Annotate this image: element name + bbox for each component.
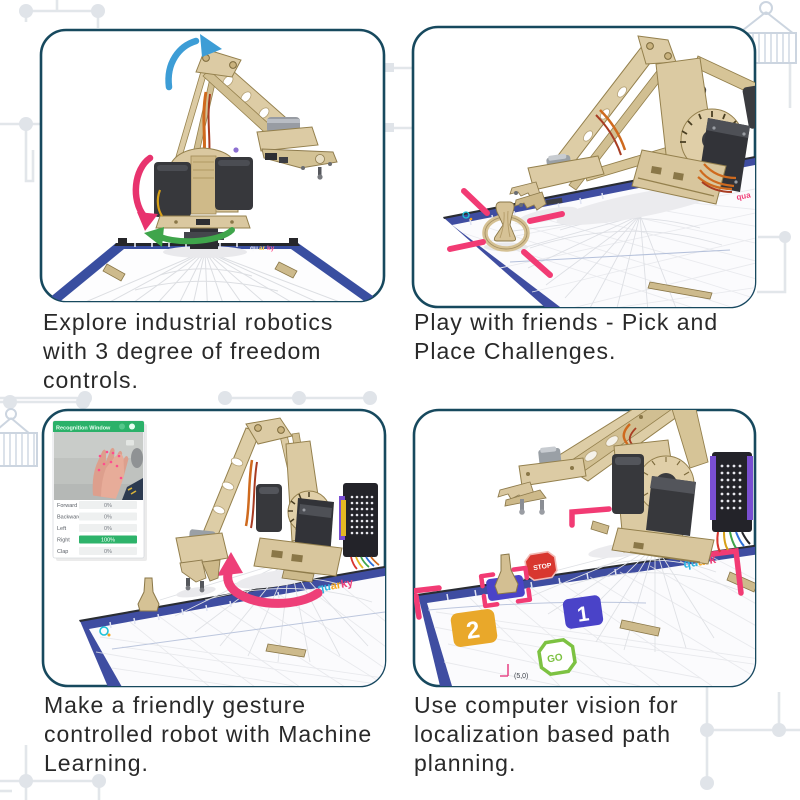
svg-text:Use computer vision for: Use computer vision for — [414, 692, 679, 718]
svg-text:controls.: controls. — [43, 367, 139, 393]
svg-text:Recognition Window: Recognition Window — [56, 426, 111, 432]
svg-text:controlled robot with Machine: controlled robot with Machine — [44, 721, 372, 747]
svg-text:0%: 0% — [104, 503, 112, 509]
svg-text:Learning.: Learning. — [44, 750, 149, 776]
svg-text:Right: Right — [57, 538, 70, 544]
svg-text:0%: 0% — [104, 549, 112, 555]
svg-text:0%: 0% — [104, 526, 112, 532]
svg-text:Explore industrial robotics: Explore industrial robotics — [43, 309, 333, 335]
svg-text:Play with friends - Pick and: Play with friends - Pick and — [414, 309, 718, 335]
svg-text:2: 2 — [465, 616, 482, 645]
svg-text:Left: Left — [57, 526, 67, 532]
svg-text:0%: 0% — [104, 515, 112, 521]
svg-text:qu: qu — [250, 245, 258, 252]
svg-text:GO: GO — [546, 652, 563, 665]
svg-text:1: 1 — [576, 602, 591, 626]
svg-text:quarky: quarky — [316, 577, 354, 595]
svg-text:Forward: Forward — [57, 503, 77, 509]
svg-text:Make a friendly gesture: Make a friendly gesture — [44, 692, 306, 718]
svg-text:planning.: planning. — [414, 750, 516, 776]
svg-text:Place Challenges.: Place Challenges. — [414, 338, 616, 364]
svg-text:(5,0): (5,0) — [514, 673, 528, 680]
svg-text:ky: ky — [267, 245, 275, 252]
svg-text:Clap: Clap — [57, 549, 68, 555]
svg-text:localization based path: localization based path — [414, 721, 671, 747]
svg-text:with 3 degree of freedom: with 3 degree of freedom — [42, 338, 321, 364]
svg-text:100%: 100% — [101, 538, 115, 544]
svg-text:qua: qua — [736, 190, 752, 202]
svg-text:Backward: Backward — [57, 515, 81, 521]
svg-text:STOP: STOP — [533, 562, 553, 572]
svg-text:ar: ar — [259, 245, 266, 252]
